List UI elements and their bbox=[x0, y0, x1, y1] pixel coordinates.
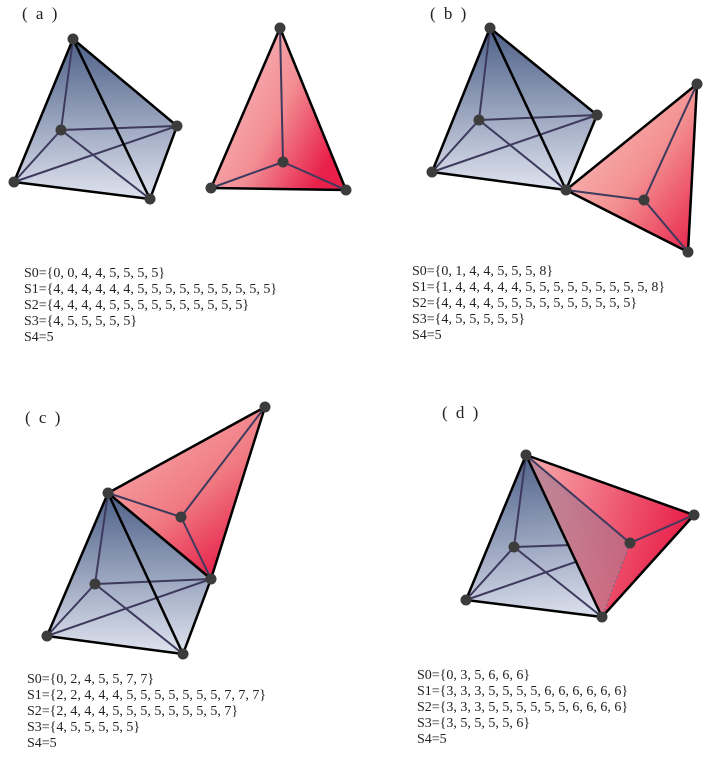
panel-d-vertices bbox=[460, 449, 700, 623]
panel-b-vertices bbox=[426, 22, 703, 258]
panel-d-sequences: S0={0, 3, 5, 6, 6, 6} S1={3, 3, 3, 5, 5,… bbox=[417, 668, 628, 748]
panel-b-blue-tetrahedron bbox=[430, 26, 599, 192]
panel-d-s4: S4=5 bbox=[417, 732, 447, 747]
panel-a-sequences: S0={0, 0, 4, 4, 5, 5, 5, 5} S1={4, 4, 4,… bbox=[24, 266, 277, 346]
panel-b-red-tetrahedron bbox=[564, 82, 699, 254]
panel-d-label: ( d ) bbox=[442, 403, 481, 422]
panel-a-s1: S1={4, 4, 4, 4, 4, 4, 5, 5, 5, 5, 5, 5, … bbox=[24, 282, 278, 297]
panel-c-s4: S4=5 bbox=[27, 736, 57, 751]
panel-d-s0: S0={0, 3, 5, 6, 6, 6} bbox=[417, 668, 531, 683]
panel-b-s4: S4=5 bbox=[412, 328, 442, 343]
panel-c-s2: S2={2, 4, 4, 4, 5, 5, 5, 5, 5, 5, 5, 5, … bbox=[27, 704, 239, 719]
panel-c-s0: S0={0, 2, 4, 5, 5, 7, 7} bbox=[27, 672, 155, 687]
panel-b-s3: S3={4, 5, 5, 5, 5, 5} bbox=[412, 312, 526, 327]
panel-d-s1: S1={3, 3, 3, 5, 5, 5, 5, 6, 6, 6, 6, 6, … bbox=[417, 684, 629, 699]
panel-c-s3: S3={4, 5, 5, 5, 5, 5} bbox=[27, 720, 141, 735]
panel-b-s2: S2={4, 4, 4, 4, 5, 5, 5, 5, 5, 5, 5, 5, … bbox=[412, 296, 638, 311]
panel-d-s2: S2={3, 3, 3, 5, 5, 5, 5, 5, 5, 6, 6, 6, … bbox=[417, 700, 629, 715]
panel-a-s4: S4=5 bbox=[24, 330, 54, 345]
panel-c-label: ( c ) bbox=[25, 408, 63, 427]
panel-b-label: ( b ) bbox=[430, 4, 469, 23]
panel-a-blue-tetrahedron bbox=[8, 33, 183, 205]
panel-d-s3: S3={3, 5, 5, 5, 5, 6} bbox=[417, 716, 531, 731]
panel-c-sequences: S0={0, 2, 4, 5, 5, 7, 7} S1={2, 2, 4, 4,… bbox=[27, 672, 266, 752]
panel-b-s1: S1={1, 4, 4, 4, 4, 4, 5, 5, 5, 5, 5, 5, … bbox=[412, 280, 666, 295]
panel-d-red-tetrahedron bbox=[464, 453, 695, 619]
panel-a-red-tetrahedron bbox=[205, 22, 352, 196]
panel-a-s3: S3={4, 5, 5, 5, 5, 5} bbox=[24, 314, 138, 329]
panel-b-sequences: S0={0, 1, 4, 4, 5, 5, 5, 8} S1={1, 4, 4,… bbox=[412, 264, 665, 344]
panel-c-blue-tetrahedron bbox=[45, 491, 213, 656]
panel-c-s1: S1={2, 2, 4, 4, 4, 5, 5, 5, 5, 5, 5, 5, … bbox=[27, 688, 267, 703]
panel-b-s0: S0={0, 1, 4, 4, 5, 5, 5, 8} bbox=[412, 264, 554, 279]
panel-c-vertices bbox=[41, 401, 271, 660]
panel-a-label: ( a ) bbox=[22, 4, 60, 23]
panel-a-s0: S0={0, 0, 4, 4, 5, 5, 5, 5} bbox=[24, 266, 166, 281]
panel-a-s2: S2={4, 4, 4, 4, 5, 5, 5, 5, 5, 5, 5, 5, … bbox=[24, 298, 250, 313]
